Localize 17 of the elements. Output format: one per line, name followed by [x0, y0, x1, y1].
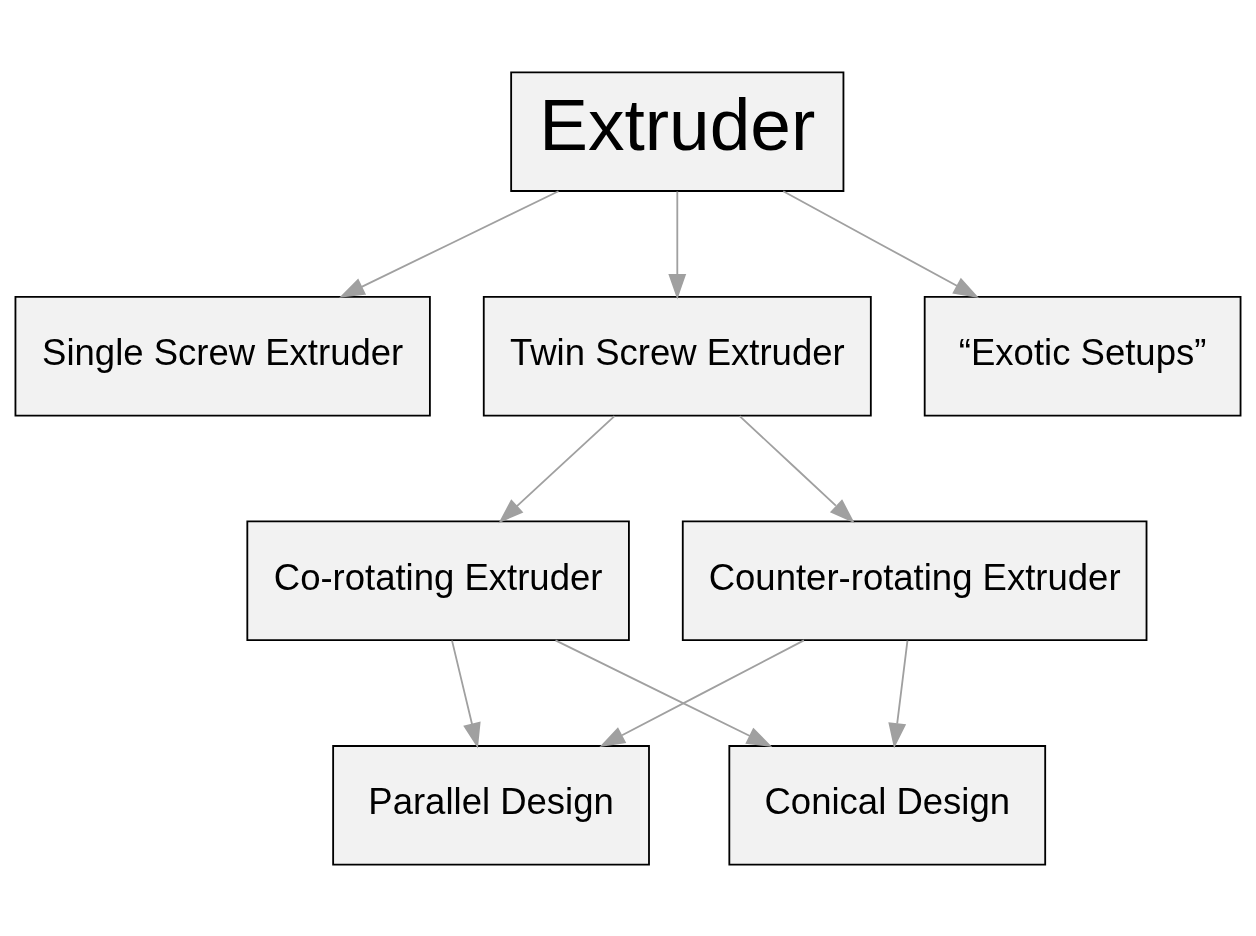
arrow [668, 190, 687, 299]
node-box: Conical Design [728, 744, 1047, 866]
arrow [738, 414, 855, 523]
arrow [451, 639, 481, 749]
arrow [599, 638, 805, 747]
node-box: “Exotic Setups” [923, 295, 1242, 416]
node-box: Single Screw Extruder [14, 295, 431, 416]
arrow [339, 189, 560, 298]
node-box: Counter-rotating Extruder [681, 520, 1148, 641]
arrow [554, 638, 773, 747]
arrow [498, 414, 616, 523]
node-box: Extruder [510, 70, 845, 192]
node-box: Twin Screw Extruder [482, 295, 872, 416]
arrow [782, 189, 979, 298]
node-box: Co-rotating Extruder [246, 520, 630, 641]
node-box: Parallel Design [332, 744, 650, 866]
arrow [888, 639, 909, 749]
